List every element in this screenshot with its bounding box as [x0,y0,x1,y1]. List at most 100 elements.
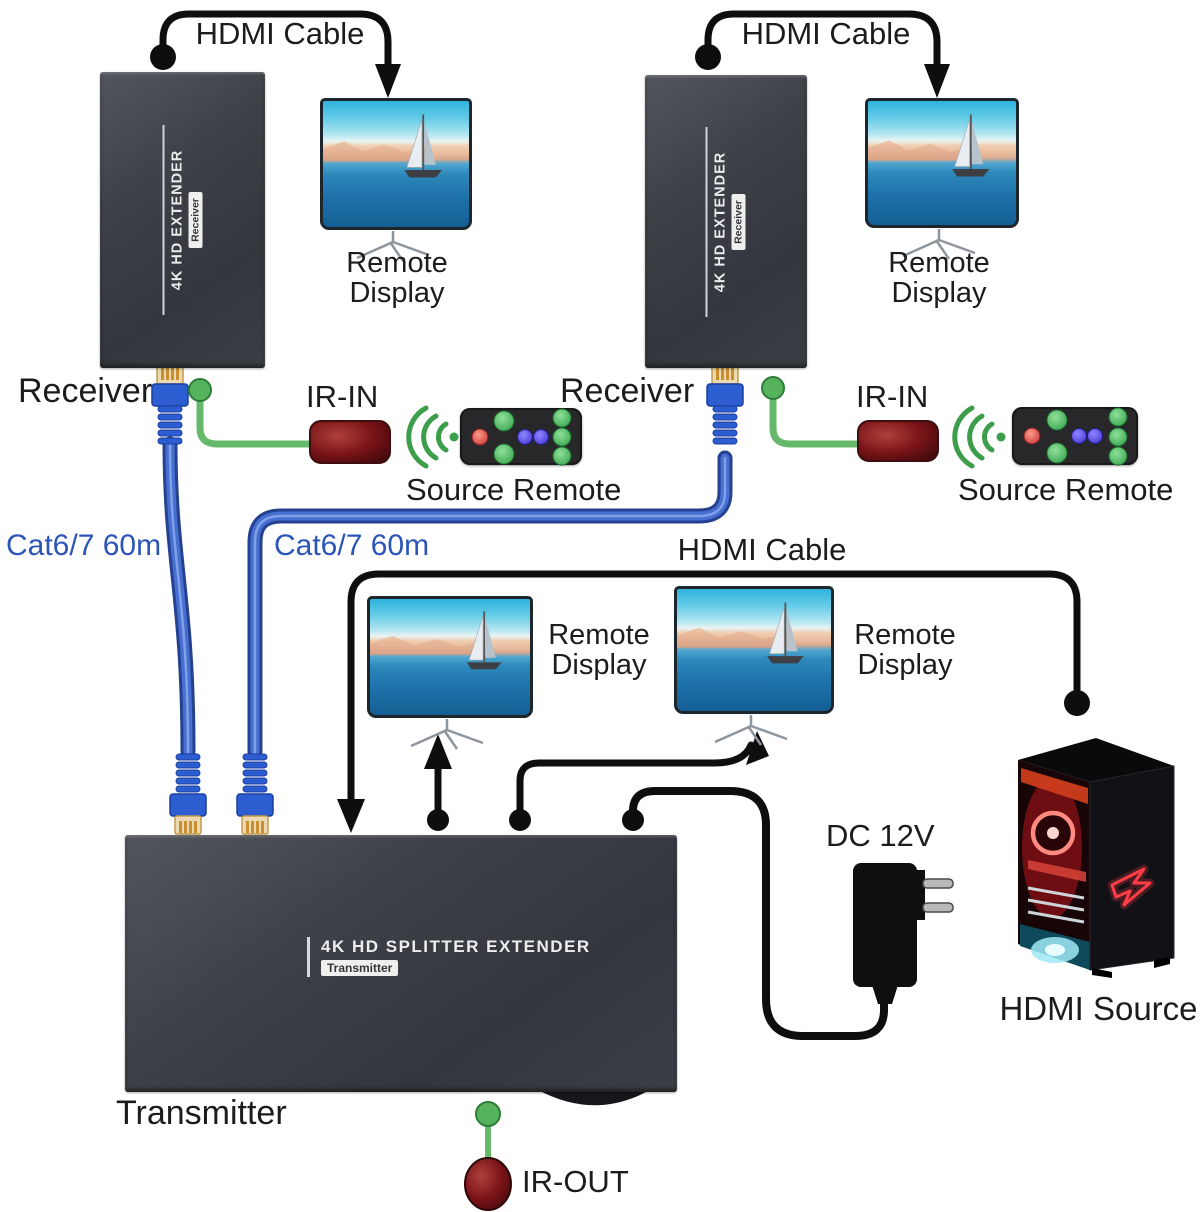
connection-dot [1064,690,1090,716]
remote-button [552,408,572,428]
monitor-stand [902,229,976,260]
remote-button [1087,428,1104,444]
ir-emitter-icon [857,420,939,462]
ir-in-label-right: IR-IN [856,379,929,414]
monitor-screen [865,98,1019,228]
receiver-label-left: Receiver [18,372,153,410]
receiver-unit-badge: Receiver [731,193,746,250]
ir-signal-waves-icon [952,405,1006,469]
transmitter-unit: 4K HD SPLITTER EXTENDER Transmitter [125,835,677,1092]
connection-dot [509,809,531,831]
remote-display-line2: Display [857,649,953,682]
rj45-plug-icon [706,365,744,445]
hdmi-cable-label-top-right: HDMI Cable [741,16,911,51]
hdmi-cable-top-right [704,10,941,68]
rj45-plug-icon [151,365,189,445]
ir-out-label: IR-OUT [522,1164,629,1199]
receiver-unit-label: 4K HD EXTENDER Receiver [162,125,203,315]
ir-cable [769,392,862,448]
power-adapter-icon [853,863,954,1004]
remote-button [552,446,572,466]
connection-dot [427,809,449,831]
transmitter-unit-label: 4K HD SPLITTER EXTENDER Transmitter [307,937,591,977]
ir-port-dot [188,378,212,402]
remote-power-button [471,428,489,445]
pc-logo-icon [1107,864,1155,910]
cat6-length-label-left: Cat6/7 60m [6,529,162,562]
rj45-plug-icon [169,753,207,835]
monitor-stand [356,231,430,262]
monitor-icon [320,98,472,264]
sailboat-icon [951,114,990,177]
remote-display-line2: Display [891,277,987,310]
receiver-unit-left: 4K HD EXTENDER Receiver [100,72,265,368]
monitor-screen [674,586,834,714]
remote-button [1108,446,1128,466]
receiver-unit-badge: Receiver [188,192,202,248]
connection-dot [622,809,644,831]
receiver-unit-label: 4K HD EXTENDER Receiver [705,126,747,317]
monitor-stand [714,715,788,746]
transmitter-unit-badge: Transmitter [321,960,399,976]
remote-display-line1: Remote [888,247,990,279]
remote-display-line1: Remote [548,619,650,651]
ir-port-dot [761,376,785,400]
remote-power-button [1023,427,1041,445]
ir-in-label-left: IR-IN [306,379,379,414]
hdmi-out-arrow-right [516,741,755,822]
sailboat-icon [404,114,443,178]
remote-button [532,428,549,445]
cat6-cable-left [162,436,196,760]
dc-power-label: DC 12V [826,818,935,853]
arrow-icon [375,64,401,98]
hdmi-cable-source [347,570,1081,803]
remote-display-line1: Remote [346,247,448,279]
remote-display-label: Remote Display [874,248,1004,309]
monitor-screen [320,98,472,230]
source-remote-label-left: Source Remote [406,472,622,507]
receiver-unit-title: 4K HD EXTENDER [712,151,729,292]
arrow-icon [746,731,769,765]
source-remote-label-right: Source Remote [958,472,1174,507]
hdmi-source-label: HDMI Source [999,990,1198,1027]
gaming-pc-icon [1018,738,1175,978]
hdmi-cable-label-middle: HDMI Cable [677,532,847,567]
monitor-screen [367,596,533,718]
remote-display-line2: Display [349,277,445,310]
monitor-stand [410,719,484,750]
remote-control-icon [1012,407,1138,466]
cat6-length-label-mid: Cat6/7 60m [274,529,430,562]
monitor-icon [674,586,834,748]
connection-dot [150,44,176,70]
remote-button [552,427,572,447]
connection-dot [695,44,721,70]
remote-button [493,410,515,432]
transmitter-unit-title: 4K HD SPLITTER EXTENDER [321,937,591,956]
remote-display-label: Remote Display [332,248,462,309]
remote-display-line1: Remote [854,619,956,651]
monitor-icon [865,98,1019,262]
cat6-cable-right [247,450,733,760]
remote-button [1108,407,1128,427]
transmitter-label: Transmitter [116,1094,287,1132]
receiver-label-right: Receiver [560,372,695,410]
sailboat-icon [766,602,804,664]
remote-button [1108,427,1128,447]
hdmi-cable-label-top-left: HDMI Cable [195,16,365,51]
power-cable [629,787,888,1040]
remote-display-label: Remote Display [534,620,664,681]
ir-emitter-icon [309,420,391,464]
arrow-icon [337,799,365,833]
remote-button [1070,428,1087,444]
monitor-icon [367,596,533,752]
receiver-unit-right: 4K HD EXTENDER Receiver [645,75,807,368]
rj45-plug-icon [236,753,274,835]
ir-out-blaster-icon [464,1101,512,1211]
arrow-icon [424,734,452,769]
ir-cable [196,394,316,448]
hdmi-cable-top-left [159,10,392,68]
transmitter-curl [538,1090,648,1106]
remote-button [1046,409,1068,431]
ir-signal-waves-icon [406,405,459,469]
